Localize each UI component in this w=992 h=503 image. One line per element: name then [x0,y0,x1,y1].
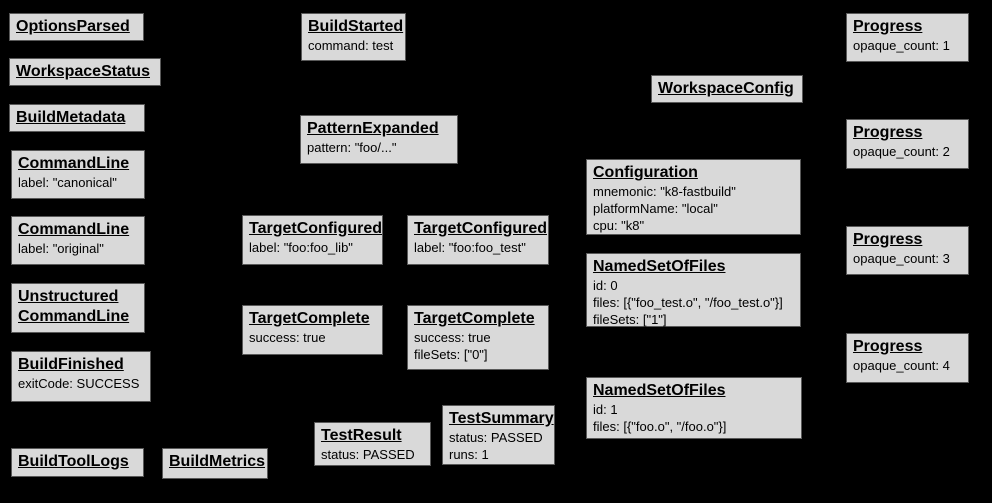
node-target-complete-foo-lib: TargetComplete success: true [242,305,383,355]
node-test-result: TestResult status: PASSED [314,422,431,466]
node-title: CommandLine [18,221,130,238]
node-title: TestSummary [449,410,554,427]
node-field: status: PASSED [321,447,415,462]
node-command-line-canonical: CommandLine label: "canonical" [11,150,145,199]
node-title: Progress [853,231,923,248]
node-field: success: true [249,330,326,345]
node-progress-4: Progress opaque_count: 4 [846,333,969,383]
node-build-finished: BuildFinished exitCode: SUCCESS [11,351,151,402]
node-field: success: true [414,330,491,345]
node-field: platformName: "local" [593,201,718,216]
node-field: id: 0 [593,278,618,293]
node-field: files: [{"foo.o", "/foo.o"}] [593,419,727,434]
node-title: OptionsParsed [16,18,130,35]
node-field: runs: 1 [449,447,489,462]
node-workspace-status: WorkspaceStatus [9,58,161,86]
node-field: label: "canonical" [18,175,117,190]
node-test-summary: TestSummary status: PASSED runs: 1 [442,405,555,465]
node-options-parsed: OptionsParsed [9,13,144,41]
node-title: Progress [853,338,923,355]
node-title: BuildMetadata [16,109,126,126]
node-title: CommandLine [18,155,130,172]
node-unstructured-command-line: Unstructured CommandLine [11,283,145,333]
node-build-metrics: BuildMetrics [162,448,268,479]
node-title: Progress [853,18,923,35]
node-title: NamedSetOfFiles [593,258,726,275]
node-field: exitCode: SUCCESS [18,376,140,391]
node-progress-2: Progress opaque_count: 2 [846,119,969,169]
node-field: label: "foo:foo_lib" [249,240,353,255]
node-field: files: [{"foo_test.o", "/foo_test.o"}] [593,295,783,310]
node-title: TargetConfigured [249,220,383,237]
node-target-configured-foo-test: TargetConfigured label: "foo:foo_test" [407,215,549,265]
node-title: TargetComplete [249,310,370,327]
node-title: BuildToolLogs [18,453,129,470]
node-title: TestResult [321,427,402,444]
node-field: cpu: "k8" [593,218,645,233]
node-named-set-of-files-0: NamedSetOfFiles id: 0 files: [{"foo_test… [586,253,801,327]
node-field: id: 1 [593,402,618,417]
node-title: Unstructured CommandLine [18,288,130,325]
node-title: Progress [853,124,923,141]
node-title: BuildFinished [18,356,124,373]
node-title: TargetConfigured [414,220,548,237]
node-field: pattern: "foo/..." [307,140,397,155]
node-field: fileSets: ["1"] [593,312,667,327]
node-field: command: test [308,38,394,53]
node-build-metadata: BuildMetadata [9,104,145,132]
node-title: WorkspaceConfig [658,80,794,97]
node-build-tool-logs: BuildToolLogs [11,448,144,477]
node-target-complete-foo-test: TargetComplete success: true fileSets: [… [407,305,549,370]
node-title: NamedSetOfFiles [593,382,726,399]
node-command-line-original: CommandLine label: "original" [11,216,145,265]
node-progress-1: Progress opaque_count: 1 [846,13,969,62]
node-field: label: "original" [18,241,104,256]
node-title: Configuration [593,164,698,181]
node-title: PatternExpanded [307,120,439,137]
node-field: fileSets: ["0"] [414,347,488,362]
node-field: opaque_count: 3 [853,251,950,266]
node-title: BuildStarted [308,18,404,35]
node-field: opaque_count: 4 [853,358,950,373]
node-title: BuildMetrics [169,453,266,470]
node-pattern-expanded: PatternExpanded pattern: "foo/..." [300,115,458,164]
node-named-set-of-files-1: NamedSetOfFiles id: 1 files: [{"foo.o", … [586,377,802,439]
node-field: mnemonic: "k8-fastbuild" [593,184,736,199]
node-field: opaque_count: 1 [853,38,950,53]
node-build-started: BuildStarted command: test [301,13,406,61]
node-target-configured-foo-lib: TargetConfigured label: "foo:foo_lib" [242,215,383,265]
node-field: status: PASSED [449,430,543,445]
node-field: label: "foo:foo_test" [414,240,526,255]
node-progress-3: Progress opaque_count: 3 [846,226,969,275]
node-field: opaque_count: 2 [853,144,950,159]
node-configuration: Configuration mnemonic: "k8-fastbuild" p… [586,159,801,235]
node-title: WorkspaceStatus [16,63,150,80]
node-workspace-config: WorkspaceConfig [651,75,803,103]
node-title: TargetComplete [414,310,535,327]
